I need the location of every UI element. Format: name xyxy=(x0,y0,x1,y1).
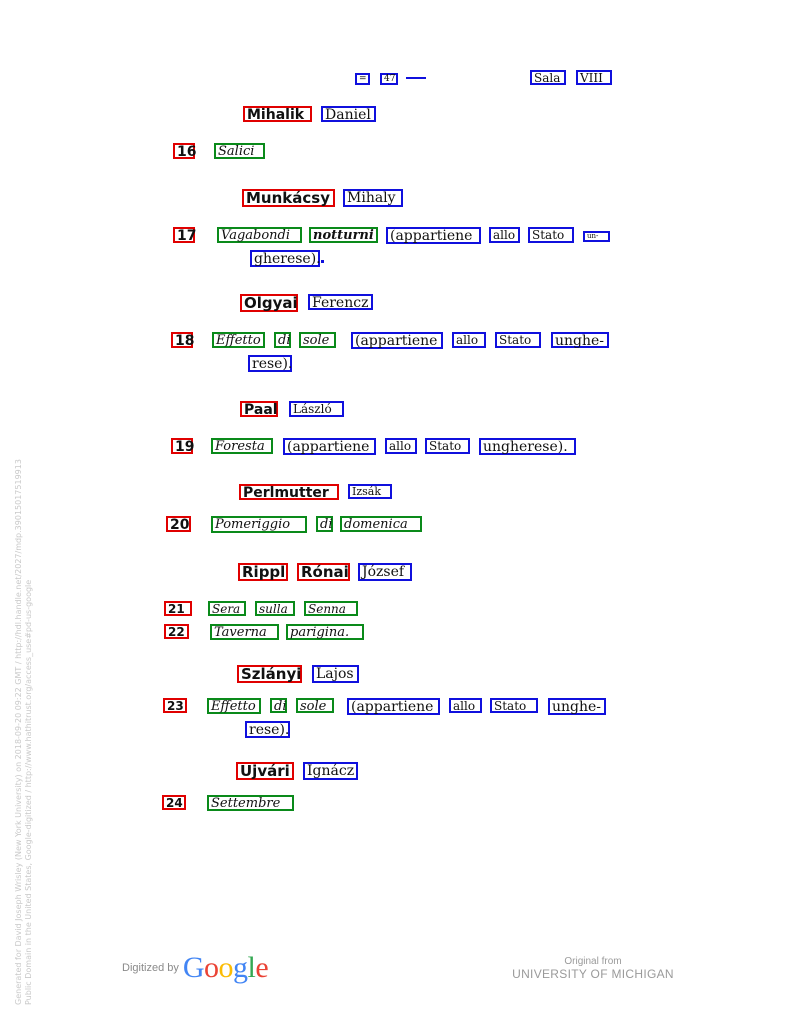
artwork-title: sole xyxy=(296,698,334,713)
header-mark-eq: = xyxy=(355,73,370,85)
artist-surname: Perlmutter xyxy=(239,484,339,500)
artwork-title: Vagabondi xyxy=(217,227,302,243)
artwork-title: Taverna xyxy=(210,624,279,640)
artist-given-name: Mihaly xyxy=(343,189,403,207)
artwork-description: (appartiene xyxy=(386,227,481,244)
header-mark-num: 47 xyxy=(380,73,398,85)
entry-number: 20 xyxy=(166,516,191,532)
artist-surname: Ujvári xyxy=(236,762,294,780)
artist-given-name: Lajos xyxy=(312,665,359,683)
entry-number: 19 xyxy=(171,438,194,454)
artist-surname: Szlányi xyxy=(237,665,302,683)
entry-number: 18 xyxy=(171,332,194,348)
artist-surname: Rónai xyxy=(297,563,350,581)
artwork-description: gherese). xyxy=(250,250,321,267)
entry-number: 16 xyxy=(173,143,196,159)
artist-given-name: Daniel xyxy=(321,106,376,122)
artist-given-name: László xyxy=(289,401,344,417)
artwork-title: notturni xyxy=(309,227,378,243)
artwork-title: Settembre xyxy=(207,795,294,811)
artist-given-name: Ignácz xyxy=(303,762,358,780)
artwork-description: Stato xyxy=(528,227,574,243)
artwork-description: un- xyxy=(583,231,610,242)
artwork-description: Stato xyxy=(425,438,470,454)
artwork-title: di xyxy=(274,332,291,348)
entry-number: 22 xyxy=(164,624,189,639)
artwork-title: Senna xyxy=(304,601,358,616)
artist-given-name: Izsák xyxy=(348,484,392,499)
artist-surname: Olgyai xyxy=(240,294,298,312)
artwork-description: allo xyxy=(452,332,486,348)
entry-number: 24 xyxy=(162,795,186,810)
artist-given-name: József xyxy=(358,563,412,581)
artwork-title: sole xyxy=(299,332,336,348)
artist-surname: Munkácsy xyxy=(242,189,335,207)
artwork-description: Stato xyxy=(495,332,541,348)
artwork-title: domenica xyxy=(340,516,422,532)
header-sala: Sala xyxy=(530,70,566,85)
artwork-description: (appartiene xyxy=(283,438,376,455)
artwork-description: unghe- xyxy=(548,698,606,715)
artwork-title: Foresta xyxy=(211,438,273,454)
period-mark xyxy=(321,260,324,263)
artwork-description: (appartiene xyxy=(347,698,440,715)
original-from-label: Original from xyxy=(564,956,622,967)
artwork-description: Stato xyxy=(490,698,538,713)
artwork-description: unghe- xyxy=(551,332,609,348)
entry-number: 23 xyxy=(163,698,187,713)
artwork-title: sulla xyxy=(255,601,295,616)
artwork-title: Pomeriggio xyxy=(211,516,307,533)
artwork-description: allo xyxy=(489,227,520,243)
entry-number: 17 xyxy=(173,227,196,243)
artwork-description: rese). xyxy=(248,355,292,372)
hathitrust-watermark: Generated for David Joseph Wrisley (New … xyxy=(14,459,33,1005)
artist-surname: Rippl xyxy=(238,563,288,581)
entry-number: 21 xyxy=(164,601,192,616)
artwork-title: Salici xyxy=(214,143,265,159)
artwork-description: ungherese). xyxy=(479,438,576,455)
artwork-title: Effetto xyxy=(212,332,265,348)
header-sala-number: VIII xyxy=(576,70,612,85)
artist-surname: Paal xyxy=(240,401,278,417)
artist-given-name: Ferencz xyxy=(308,294,373,310)
original-from: Original from UNIVERSITY OF MICHIGAN xyxy=(512,956,674,981)
university-name: UNIVERSITY OF MICHIGAN xyxy=(512,967,674,981)
artwork-title: di xyxy=(270,698,287,713)
artwork-description: (appartiene xyxy=(351,332,443,349)
digitized-by-label: Digitized by xyxy=(122,962,179,974)
google-logo: Google xyxy=(182,951,269,984)
artwork-title: parigina. xyxy=(286,624,364,640)
artwork-title: di xyxy=(316,516,333,532)
artwork-description: allo xyxy=(449,698,482,713)
digitized-by-google: Digitized by Google xyxy=(122,950,269,986)
artwork-title: Effetto xyxy=(207,698,261,714)
header-dash xyxy=(406,77,426,79)
artwork-description: allo xyxy=(385,438,417,454)
artist-surname: Mihalik xyxy=(243,106,312,122)
artwork-title: Sera xyxy=(208,601,246,616)
artwork-description: rese). xyxy=(245,721,290,738)
